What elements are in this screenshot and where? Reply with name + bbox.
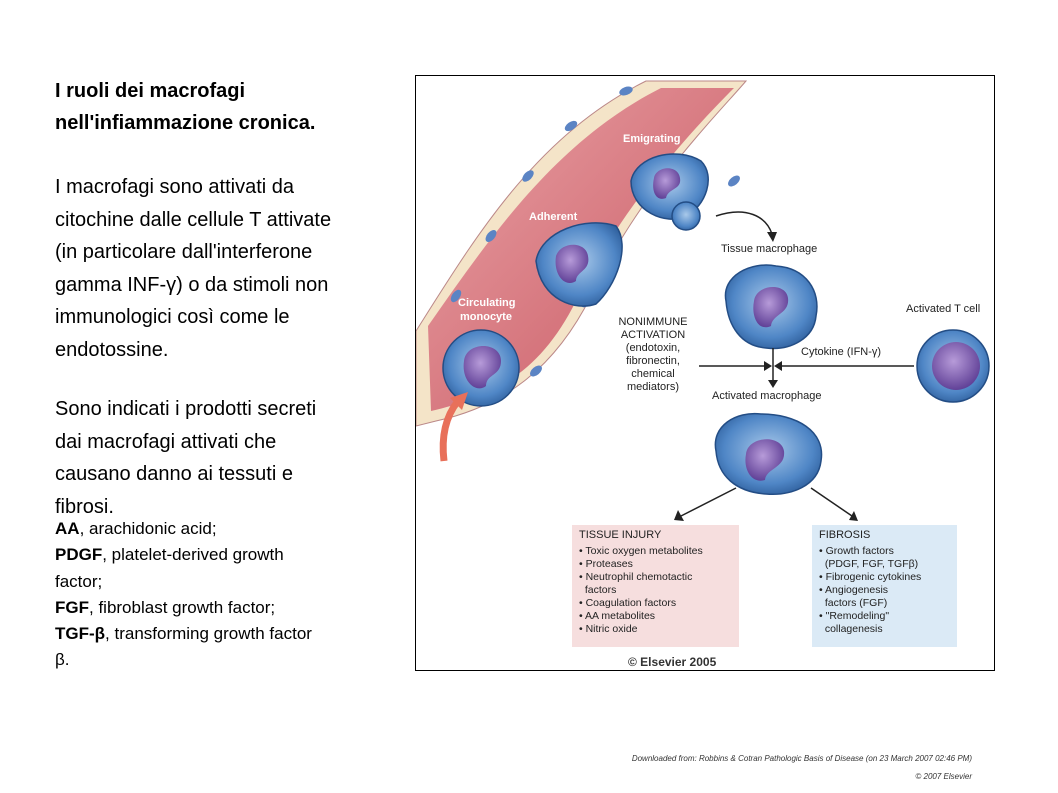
fibrosis-arrow-icon (810, 487, 853, 517)
para1-line: I macrofagi sono attivati da (55, 176, 295, 198)
circulating-monocyte-icon (442, 329, 520, 407)
footer-source: Downloaded from: Robbins & Cotran Pathol… (631, 754, 972, 763)
paragraph-activation: I macrofagi sono attivati da citochine d… (55, 171, 331, 366)
svg-text:factors (FGF): factors (FGF) (819, 597, 887, 609)
svg-text:• Proteases: • Proteases (579, 558, 633, 570)
para2-line: Sono indicati i prodotti secreti (55, 398, 317, 420)
para2-line: fibrosi. (55, 495, 114, 518)
diagram-svg: Emigrating Adherent Circulating monocyte… (416, 80, 990, 669)
activated-macrophage-icon (714, 412, 823, 495)
para1-line: endotossine. (55, 338, 169, 361)
svg-text:• Growth factors: • Growth factors (819, 545, 894, 557)
svg-text:• "Remodeling": • "Remodeling" (819, 610, 889, 622)
svg-text:• AA metabolites: • AA metabolites (579, 610, 655, 622)
circulating-label-2: monocyte (460, 311, 512, 323)
tissue-injury-items: • Toxic oxygen metabolites • Proteases •… (579, 545, 703, 635)
fibrosis-items: • Growth factors (PDGF, FGF, TGFβ) • Fib… (819, 545, 921, 635)
activated-t-cell-icon (916, 329, 990, 403)
tissue-macrophage-label: Tissue macrophage (721, 243, 817, 255)
svg-text:(endotoxin,: (endotoxin, (626, 342, 680, 354)
svg-text:• Fibrogenic cytokines: • Fibrogenic cytokines (819, 571, 921, 583)
emigrating-label: Emigrating (623, 133, 680, 145)
def-pdgf-cont: factor; (55, 571, 103, 591)
svg-text:chemical: chemical (631, 368, 674, 380)
def-fgf: FGF, fibroblast growth factor; (55, 597, 276, 617)
entry-arrow-icon (439, 398, 461, 462)
para1-line: citochine dalle cellule T attivate (55, 208, 332, 231)
svg-text:collagenesis: collagenesis (819, 623, 883, 635)
svg-text:ACTIVATION: ACTIVATION (621, 329, 685, 341)
paragraph-products: Sono indicati i prodotti secreti dai mac… (55, 393, 316, 523)
injury-arrow-icon (680, 487, 737, 517)
para1-line: (in particolare dall'interferone (55, 241, 313, 263)
def-tgf-cont: β. (55, 650, 70, 670)
svg-text:• Neutrophil chemotactic: • Neutrophil chemotactic (579, 571, 692, 583)
svg-text:mediators): mediators) (627, 381, 679, 393)
copyright-label: © Elsevier 2005 (628, 655, 717, 669)
fibrosis-box (812, 525, 957, 647)
svg-text:factors: factors (579, 584, 616, 596)
activated-macrophage-label: Activated macrophage (712, 390, 821, 402)
svg-text:fibronectin,: fibronectin, (626, 355, 680, 367)
def-aa: AA, arachidonic acid; (55, 519, 217, 538)
def-pdgf: PDGF, platelet-derived growth (55, 545, 284, 565)
fibrosis-title: FIBROSIS (819, 529, 870, 541)
activated-t-cell-label: Activated T cell (906, 303, 980, 315)
para1-line: immunologici così come le (55, 306, 290, 328)
def-tgf: TGF-β, transforming growth factor (55, 624, 312, 644)
emigrating-monocyte-icon (630, 153, 709, 231)
macrophage-diagram: Emigrating Adherent Circulating monocyte… (415, 75, 995, 671)
svg-text:• Nitric oxide: • Nitric oxide (579, 623, 638, 635)
tissue-injury-box (572, 525, 739, 647)
title-line-2: nell'infiammazione cronica. (55, 112, 316, 134)
svg-text:(PDGF, FGF, TGFβ): (PDGF, FGF, TGFβ) (819, 558, 918, 570)
adherent-label: Adherent (529, 211, 578, 223)
emigrate-arrow-icon (715, 211, 773, 235)
para2-line: dai macrofagi attivati che (55, 430, 277, 453)
para2-line: causano danno ai tessuti e (55, 463, 293, 485)
cytokine-label: Cytokine (IFN-γ) (801, 346, 881, 358)
slide-title: I ruoli dei macrofagi nell'infiammazione… (55, 75, 315, 139)
para1-line: gamma INF-γ) o da stimoli non (55, 273, 329, 296)
adherent-monocyte-icon (535, 222, 623, 307)
abbreviation-list: AA, arachidonic acid; PDGF, platelet-der… (55, 516, 312, 674)
svg-text:NONIMMUNE: NONIMMUNE (618, 316, 687, 328)
footer-copyright: © 2007 Elsevier (915, 772, 972, 781)
tissue-injury-title: TISSUE INJURY (579, 529, 662, 541)
svg-text:• Toxic oxygen metabolites: • Toxic oxygen metabolites (579, 545, 703, 557)
title-line-1: I ruoli dei macrofagi (55, 80, 246, 102)
circulating-label-1: Circulating (458, 297, 515, 309)
svg-text:• Angiogenesis: • Angiogenesis (819, 584, 888, 596)
tissue-macrophage-icon (724, 264, 818, 350)
nonimmune-label: NONIMMUNE ACTIVATION (endotoxin, fibrone… (618, 316, 687, 393)
svg-text:• Coagulation factors: • Coagulation factors (579, 597, 676, 609)
